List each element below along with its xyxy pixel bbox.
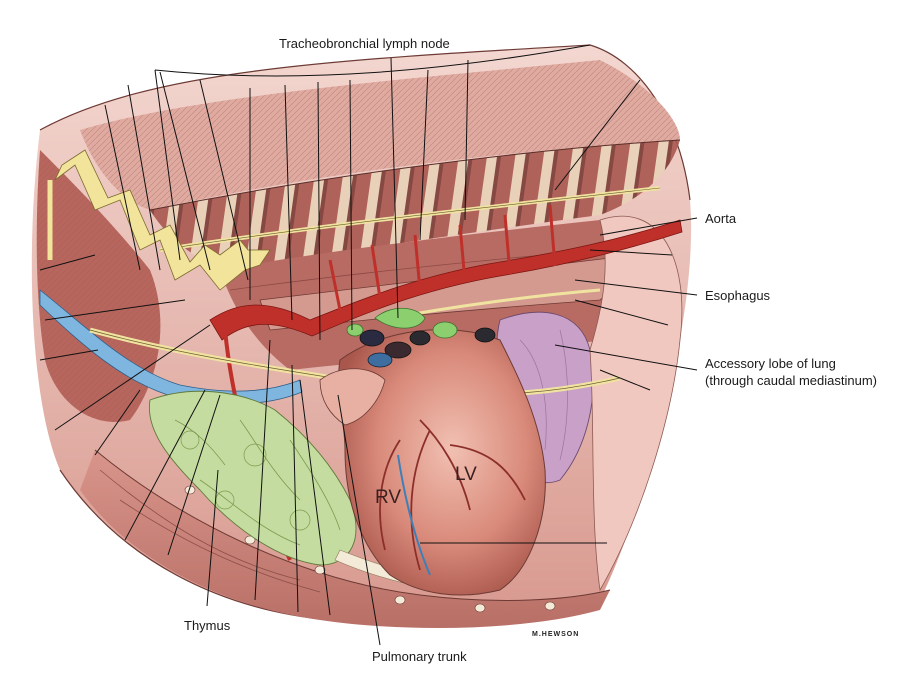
right-auricle xyxy=(319,368,386,426)
label-pulmonary-trunk: Pulmonary trunk xyxy=(372,649,467,664)
thymus xyxy=(148,390,357,566)
leader-pulmonary-trunk xyxy=(337,394,381,646)
label-left-ventricle: LV xyxy=(455,464,477,485)
leader-thymus xyxy=(206,469,219,607)
label-right-ventricle: RV xyxy=(375,487,402,508)
ventral-body-floor xyxy=(80,450,610,629)
artist-signature: M.HEWSON xyxy=(532,631,580,638)
leader-accessory-lobe xyxy=(554,344,698,371)
label-thymus: Thymus xyxy=(184,618,231,633)
leader-tracheobronchial xyxy=(390,57,399,319)
vessel-stump xyxy=(359,329,385,347)
label-tracheobronchial-lymph-node: Tracheobronchial lymph node xyxy=(279,36,450,51)
label-esophagus: Esophagus xyxy=(705,288,771,303)
rib-cage xyxy=(150,140,680,270)
aorta xyxy=(209,219,683,341)
lung-right xyxy=(589,215,683,592)
label-aorta: Aorta xyxy=(705,211,737,226)
leader-aorta xyxy=(599,217,698,236)
tracheobronchial-lymph-node xyxy=(374,307,426,329)
coronary-artery xyxy=(379,419,526,571)
leader-lines xyxy=(39,44,673,616)
leader-esophagus xyxy=(574,279,698,296)
label-accessory-lobe: Accessory lobe of lung xyxy=(705,356,836,371)
brachial-plexus xyxy=(54,149,271,291)
label-accessory-lobe-note: (through caudal mediastinum) xyxy=(705,373,877,388)
